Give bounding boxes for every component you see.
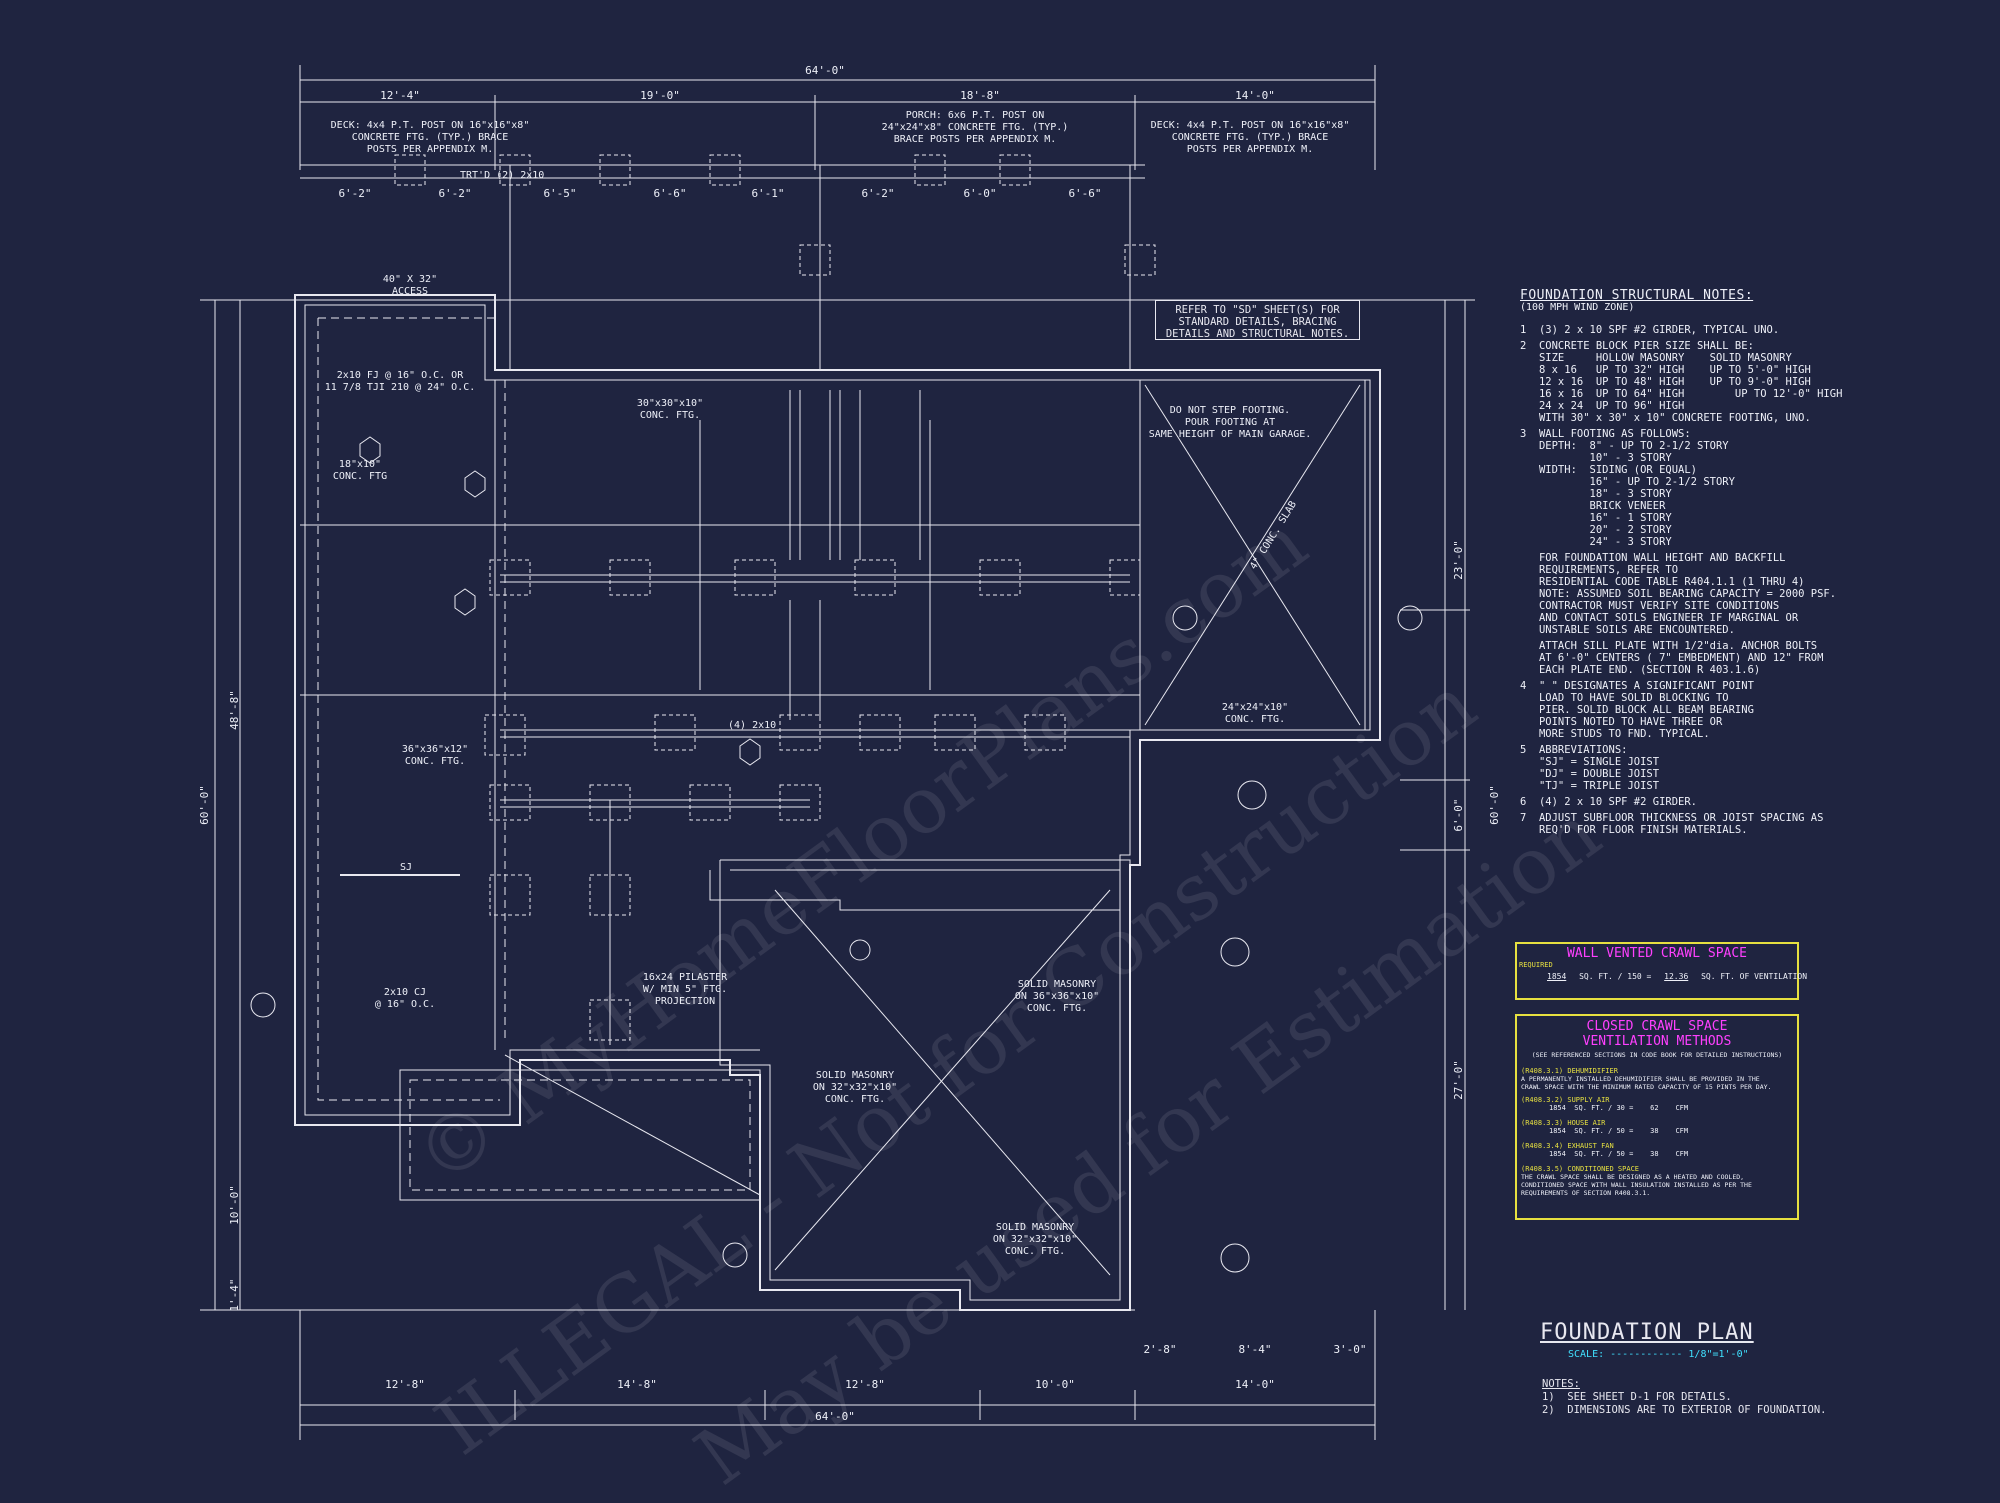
callout-cj: 2x10 CJ@ 16" O.C.	[375, 987, 435, 1010]
dim-left-overall: 60'-0"	[198, 785, 211, 825]
structural-notes-heading: FOUNDATION STRUCTURAL NOTES:	[1520, 288, 1754, 303]
dim-bottom-right-3: 3'-0"	[1333, 1343, 1366, 1356]
girder-label: (4) 2x10	[728, 720, 776, 731]
method-3-unit: SQ. FT. / 50 =	[1574, 1127, 1634, 1135]
callout-deck-right: DECK: 4x4 P.T. POST ON 16"x16"x8"CONCRET…	[1151, 120, 1350, 155]
structural-note-3b: FOR FOUNDATION WALL HEIGHT AND BACKFILL …	[1538, 552, 1837, 636]
structural-note-5: 5 ABBREVIATIONS: "SJ" = SINGLE JOIST "DJ…	[1520, 744, 1660, 792]
method-2-heading: (R408.3.2) SUPPLY AIR	[1521, 1096, 1610, 1104]
dim-bottom-3: 12'-8"	[845, 1378, 885, 1391]
dim-deck-3: 6'-5"	[543, 187, 576, 200]
dim-deck-4: 6'-6"	[653, 187, 686, 200]
callout-conc-30: 30"x30"x10"CONC. FTG.	[637, 398, 703, 421]
dim-deck-1: 6'-2"	[338, 187, 371, 200]
structural-note-3: 3 WALL FOOTING AS FOLLOWS: DEPTH: 8" - U…	[1520, 428, 1735, 548]
dim-deck-7: 6'-0"	[963, 187, 996, 200]
structural-note-7: 7 ADJUST SUBFLOOR THICKNESS OR JOIST SPA…	[1520, 812, 1824, 836]
plan-title: FOUNDATION PLAN	[1540, 1320, 1754, 1345]
closed-crawl-title-2: VENTILATION METHODS	[1582, 1034, 1732, 1049]
method-2-area: 1854	[1549, 1104, 1566, 1112]
trtd-label: TRT'D (2) 2x10	[460, 170, 544, 181]
dim-top-3: 18'-8"	[960, 89, 1000, 102]
wall-vented-area: 1854	[1547, 972, 1567, 981]
sd-reference-box: REFER TO "SD" SHEET(S) FOR STANDARD DETA…	[1155, 300, 1360, 340]
plan-scale: SCALE: ------------ 1/8"=1'-0"	[1568, 1349, 1749, 1360]
closed-crawl-box: CLOSED CRAWL SPACE VENTILATION METHODS (…	[1515, 1014, 1799, 1220]
dim-deck-2: 6'-2"	[438, 187, 471, 200]
method-3-cfm: CFM	[1675, 1127, 1689, 1135]
method-4-heading: (R408.3.4) EXHAUST FAN	[1521, 1142, 1614, 1150]
method-2-unit: SQ. FT. / 30 =	[1574, 1104, 1634, 1112]
closed-crawl-title-1: CLOSED CRAWL SPACE	[1586, 1019, 1728, 1034]
structural-note-4: 4 " " DESIGNATES A SIGNIFICANT POINT LOA…	[1520, 680, 1754, 740]
callout-access: 40" X 32"ACCESS	[383, 274, 437, 297]
dim-right-a: 23'-0"	[1452, 540, 1465, 580]
method-2-cfm: CFM	[1675, 1104, 1689, 1112]
dim-deck-8: 6'-6"	[1068, 187, 1101, 200]
dim-right-b: 27'-0"	[1452, 1060, 1465, 1100]
method-3-area: 1854	[1549, 1127, 1566, 1135]
structural-note-6: 6 (4) 2 x 10 SPF #2 GIRDER.	[1520, 796, 1698, 808]
dim-top-2: 19'-0"	[640, 89, 680, 102]
overall-dim-bottom: 64'-0"	[815, 1410, 855, 1423]
dim-bottom-4: 10'-0"	[1035, 1378, 1075, 1391]
foundation-structural-notes: FOUNDATION STRUCTURAL NOTES: (100 MPH WI…	[1520, 288, 1843, 836]
method-5-text: THE CRAWL SPACE SHALL BE DESIGNED AS A H…	[1521, 1173, 1752, 1197]
plan-note-2: 2) DIMENSIONS ARE TO EXTERIOR OF FOUNDAT…	[1542, 1404, 1827, 1416]
callout-deck-left: DECK: 4x4 P.T. POST ON 16"x16"x8"CONCRET…	[331, 120, 530, 155]
overall-dim-top: 64'-0"	[805, 64, 845, 77]
method-4-area: 1854	[1549, 1150, 1566, 1158]
plan-note-1: 1) SEE SHEET D-1 FOR DETAILS.	[1542, 1391, 1732, 1403]
dim-right-overall: 60'-0"	[1488, 785, 1501, 825]
method-1-heading: (R408.3.1) DEHUMIDIFIER	[1521, 1067, 1618, 1075]
dim-top-1: 12'-4"	[380, 89, 420, 102]
wall-vented-required: REQUIRED	[1519, 961, 1553, 969]
dim-deck-6: 6'-2"	[861, 187, 894, 200]
sj-label: SJ	[400, 862, 412, 873]
structural-note-1: 1 (3) 2 x 10 SPF #2 GIRDER, TYPICAL UNO.	[1520, 324, 1780, 336]
method-4-unit: SQ. FT. / 50 =	[1574, 1150, 1634, 1158]
wall-vented-title: WALL VENTED CRAWL SPACE	[1566, 946, 1747, 961]
plan-notes-heading: NOTES:	[1542, 1378, 1580, 1390]
dim-left-b: 10'-0"	[228, 1185, 241, 1225]
dim-bottom-right-2: 8'-4"	[1238, 1343, 1271, 1356]
dim-top-4: 14'-0"	[1235, 89, 1275, 102]
method-4-value: 38	[1650, 1150, 1659, 1158]
dim-right-c: 6'-0"	[1452, 798, 1465, 831]
closed-crawl-subtitle: (SEE REFERENCED SECTIONS IN CODE BOOK FO…	[1531, 1051, 1783, 1059]
wall-vented-crawl-box: WALL VENTED CRAWL SPACE REQUIRED 1854 SQ…	[1515, 942, 1807, 1000]
wall-vented-unit2: SQ. FT. OF VENTILATION	[1701, 972, 1808, 981]
structural-notes-subheading: (100 MPH WIND ZONE)	[1520, 302, 1635, 313]
dim-bottom-5: 14'-0"	[1235, 1378, 1275, 1391]
sd-reference-text: REFER TO "SD" SHEET(S) FOR STANDARD DETA…	[1165, 304, 1350, 340]
callout-conc-ftg-18: 18"x10"CONC. FTG	[333, 459, 387, 482]
dim-deck-5: 6'-1"	[751, 187, 784, 200]
method-3-value: 38	[1650, 1127, 1659, 1135]
wall-vented-unit: SQ. FT. / 150 =	[1579, 972, 1652, 981]
plan-notes: NOTES:1) SEE SHEET D-1 FOR DETAILS.2) DI…	[1542, 1378, 1826, 1417]
dim-left-c: 1'-4"	[228, 1278, 241, 1311]
wall-vented-value: 12.36	[1664, 972, 1689, 981]
callout-conc-24: 24"x24"x10"CONC. FTG.	[1222, 702, 1288, 725]
method-3-heading: (R408.3.3) HOUSE AIR	[1521, 1119, 1606, 1127]
dim-bottom-right-1: 2'-8"	[1143, 1343, 1176, 1356]
callout-conc-36: 36"x36"x12"CONC. FTG.	[402, 744, 468, 767]
method-2-value: 62	[1650, 1104, 1659, 1112]
dim-bottom-2: 14'-8"	[617, 1378, 657, 1391]
dim-bottom-1: 12'-8"	[385, 1378, 425, 1391]
method-5-heading: (R408.3.5) CONDITIONED SPACE	[1521, 1165, 1640, 1173]
structural-note-3c: ATTACH SILL PLATE WITH 1/2"dia. ANCHOR B…	[1538, 640, 1824, 676]
method-1-text: A PERMANENTLY INSTALLED DEHUMIDIFIER SHA…	[1521, 1075, 1772, 1091]
structural-note-2: 2 CONCRETE BLOCK PIER SIZE SHALL BE: SIZ…	[1520, 340, 1843, 424]
dim-left-a: 48'-8"	[228, 690, 241, 730]
method-4-cfm: CFM	[1675, 1150, 1689, 1158]
